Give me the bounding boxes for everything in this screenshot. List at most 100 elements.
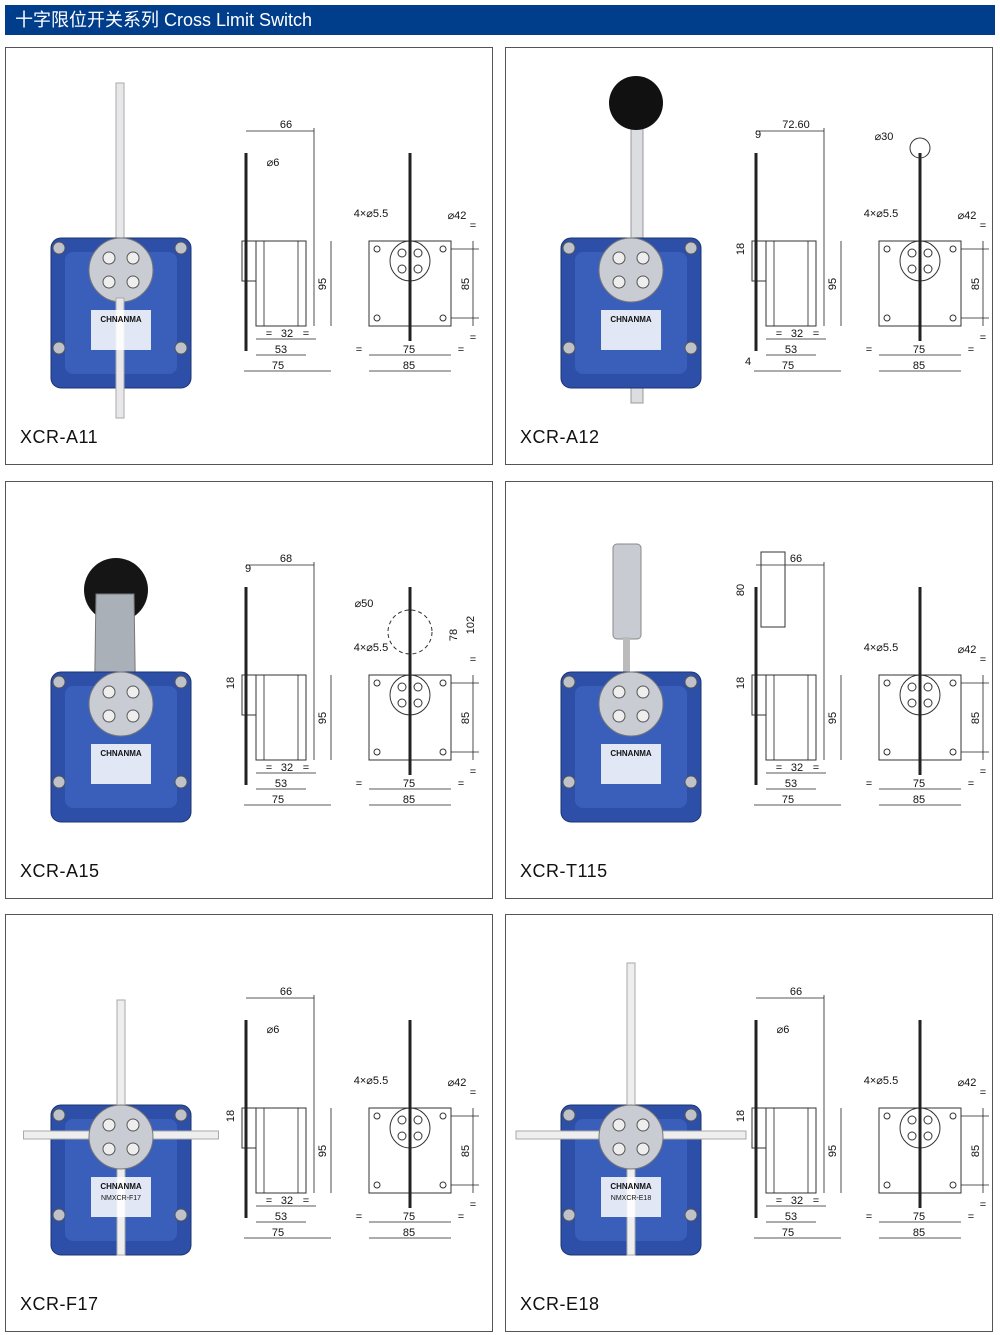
front-view-screw: [923, 264, 933, 274]
screw-icon: [684, 1208, 698, 1222]
screw-icon: [174, 675, 188, 689]
dimension-equal: =: [470, 766, 476, 778]
screw-icon: [636, 1142, 650, 1156]
dimension-equal: =: [968, 1211, 974, 1223]
dimension-equal: =: [356, 778, 362, 790]
front-view-screw: [923, 248, 933, 258]
screw-icon: [562, 1108, 576, 1122]
dimension-front-outer: 85: [403, 360, 415, 372]
dimension-mid: 32: [281, 1195, 293, 1207]
screw-icon: [636, 685, 650, 699]
dimension-front-outer: 85: [403, 1227, 415, 1239]
dimension-height: 95: [827, 712, 839, 724]
side-view-plate: [751, 674, 767, 716]
screw-icon: [126, 709, 140, 723]
dimension-holes: 4×⌀5.5: [354, 642, 388, 654]
dimension-equal: =: [980, 1199, 986, 1211]
side-view-cylinder: [760, 551, 786, 628]
actuator-plate: [598, 671, 664, 737]
dimension-holes: 4×⌀5.5: [864, 208, 898, 220]
screw-icon: [684, 675, 698, 689]
front-view-screw: [413, 698, 423, 708]
mounting-hole: [439, 245, 447, 253]
dimension-width: 66: [280, 986, 292, 998]
dimension-width: 66: [790, 553, 802, 565]
screw-icon: [102, 1142, 116, 1156]
actuator-plate: [598, 237, 664, 303]
brand-logo: CHNANMA: [610, 315, 652, 324]
dimension-front-outer: 85: [913, 360, 925, 372]
product-photo: CHNANMA: [560, 76, 702, 404]
nameplate: [91, 1177, 151, 1217]
screw-icon: [562, 775, 576, 789]
screw-icon: [102, 709, 116, 723]
dimension-equal: =: [458, 1211, 464, 1223]
nameplate: [601, 310, 661, 350]
dimension-front-height: 85: [970, 278, 982, 290]
dimension-equal: =: [303, 328, 309, 340]
dimension-height: 95: [317, 1145, 329, 1157]
front-view-screw: [907, 1131, 917, 1141]
dimension-holes: 4×⌀5.5: [354, 208, 388, 220]
screw-icon: [174, 1108, 188, 1122]
mounting-hole: [949, 245, 957, 253]
product-drawing: CHNANMANMXCR-F1766⌀61895=32=53754×⌀5.5⌀4…: [23, 986, 479, 1256]
dimension-inner: 53: [785, 778, 797, 790]
dimension-rod: ⌀6: [267, 157, 280, 169]
dimension-outer: 75: [272, 794, 284, 806]
front-view-screw: [907, 264, 917, 274]
side-view-plate: [751, 240, 767, 282]
nameplate: [91, 744, 151, 784]
model-name: XCR-E18: [520, 1294, 600, 1314]
screw-icon: [636, 275, 650, 289]
dimension-height: 95: [827, 278, 839, 290]
dimension-equal: =: [356, 1211, 362, 1223]
dimension-mid: 32: [791, 328, 803, 340]
nameplate: [601, 744, 661, 784]
screw-icon: [174, 241, 188, 255]
screw-icon: [636, 1118, 650, 1132]
dimension-offset: 9: [245, 563, 251, 575]
mounting-hole: [439, 314, 447, 322]
dimension-equal: =: [980, 332, 986, 344]
dimension-diameter: ⌀42: [448, 210, 467, 222]
dimension-width: 72.60: [782, 119, 810, 131]
mounting-hole: [949, 314, 957, 322]
model-name: XCR-A12: [520, 427, 600, 447]
front-view-screw: [923, 1131, 933, 1141]
screw-icon: [612, 1142, 626, 1156]
dimension-equal: =: [470, 1199, 476, 1211]
dimension-offset-vertical: 18: [735, 1110, 747, 1122]
dimension-height: 95: [317, 712, 329, 724]
dimension-equal: =: [303, 1195, 309, 1207]
front-view-screw: [907, 1115, 917, 1125]
brand-logo: CHNANMA: [100, 749, 142, 758]
front-view-screw: [397, 682, 407, 692]
lever: [115, 297, 125, 419]
front-view-screw: [397, 264, 407, 274]
dimension-width: 68: [280, 553, 292, 565]
actuator-plate: [88, 1104, 154, 1170]
front-view-screw: [923, 682, 933, 692]
nameplate-model: NMXCR-E18: [611, 1195, 652, 1202]
dimension-front-inner: 75: [403, 778, 415, 790]
side-view-plate: [751, 1107, 767, 1149]
dimension-offset-vertical: 18: [735, 243, 747, 255]
screw-icon: [562, 241, 576, 255]
dimension-wheel: ⌀30: [875, 131, 894, 143]
dimension-outer: 75: [782, 1227, 794, 1239]
mounting-hole: [949, 1112, 957, 1120]
dimension-equal: =: [458, 778, 464, 790]
screw-icon: [562, 341, 576, 355]
dimension-width: 66: [280, 119, 292, 131]
front-view-screw: [397, 1115, 407, 1125]
dimension-holes: 4×⌀5.5: [354, 1075, 388, 1087]
front-view-screw: [907, 682, 917, 692]
mounting-hole: [439, 1112, 447, 1120]
dimension-mid: 32: [791, 762, 803, 774]
dimension-front-height: 85: [970, 1145, 982, 1157]
side-view-plate: [241, 240, 257, 282]
screw-icon: [684, 775, 698, 789]
